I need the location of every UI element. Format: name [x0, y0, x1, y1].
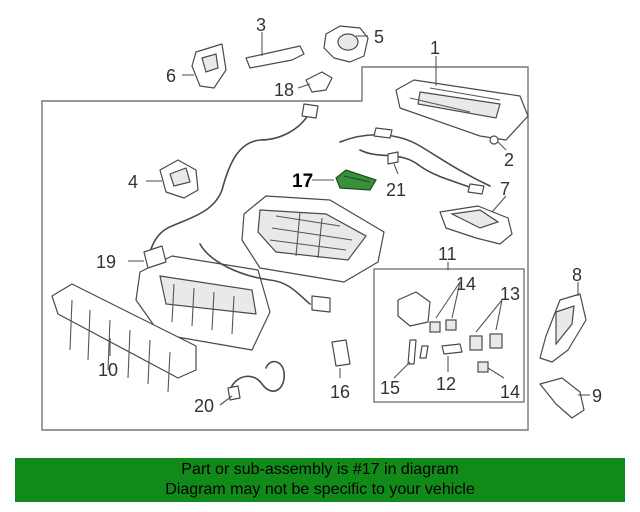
part-6-bracket[interactable] — [191, 43, 227, 89]
callout-18: 18 — [274, 80, 294, 100]
callout-20: 20 — [194, 396, 214, 416]
callout-16: 16 — [330, 382, 350, 402]
callout-4: 4 — [128, 172, 138, 192]
part-10-tray[interactable] — [51, 283, 197, 393]
callout-13: 13 — [500, 284, 520, 304]
callout-7: 7 — [500, 179, 510, 199]
assembly-frame — [41, 66, 529, 431]
banner-line-1: Part or sub-assembly is #17 in diagram — [181, 461, 459, 478]
callout-10: 10 — [98, 360, 118, 380]
part-18-clip[interactable] — [305, 71, 333, 93]
callout-9: 9 — [592, 386, 602, 406]
part-5-fan[interactable] — [323, 25, 369, 63]
main-harness[interactable] — [147, 103, 331, 313]
part-11-kit-items[interactable] — [397, 291, 503, 373]
callout-14b: 14 — [500, 382, 520, 402]
callout-8: 8 — [572, 265, 582, 285]
info-banner: Part or sub-assembly is #17 in diagram D… — [15, 458, 625, 502]
callout-3: 3 — [256, 15, 266, 35]
callout-14a: 14 — [456, 274, 476, 294]
callout-5: 5 — [374, 27, 384, 47]
part-19-connector[interactable] — [143, 245, 167, 269]
part-7-duct[interactable] — [439, 205, 513, 245]
battery-pack-lower[interactable] — [135, 255, 271, 351]
part-21-harness[interactable] — [339, 127, 491, 195]
callout-19: 19 — [96, 252, 116, 272]
part-3-bracket[interactable] — [245, 45, 305, 69]
callout-11: 11 — [438, 244, 457, 264]
part-17-module[interactable] — [335, 169, 377, 191]
part-16-relay[interactable] — [331, 339, 351, 367]
leader-lines — [109, 32, 590, 406]
callout-2: 2 — [504, 150, 514, 170]
callout-1: 1 — [430, 38, 440, 58]
part-4-bracket[interactable] — [159, 159, 199, 199]
callout-15: 15 — [380, 378, 400, 398]
part-21-clip[interactable] — [387, 151, 399, 165]
part-2-bolt[interactable] — [489, 135, 499, 145]
part-9-bracket[interactable] — [539, 377, 585, 419]
part-20-harness[interactable] — [227, 360, 285, 401]
parts-diagram: 1 2 3 4 5 6 7 8 9 10 11 12 13 14 14 15 1… — [41, 15, 602, 431]
part-1-cover[interactable] — [395, 79, 529, 141]
part-8-duct[interactable] — [539, 293, 587, 363]
callout-6: 6 — [166, 66, 176, 86]
callout-21: 21 — [386, 180, 406, 200]
banner-line-2: Diagram may not be specific to your vehi… — [165, 481, 475, 498]
battery-pack-upper[interactable] — [241, 195, 385, 283]
subkit-frame — [373, 268, 525, 403]
callout-17: 17 — [292, 171, 313, 192]
callout-12: 12 — [436, 374, 456, 394]
